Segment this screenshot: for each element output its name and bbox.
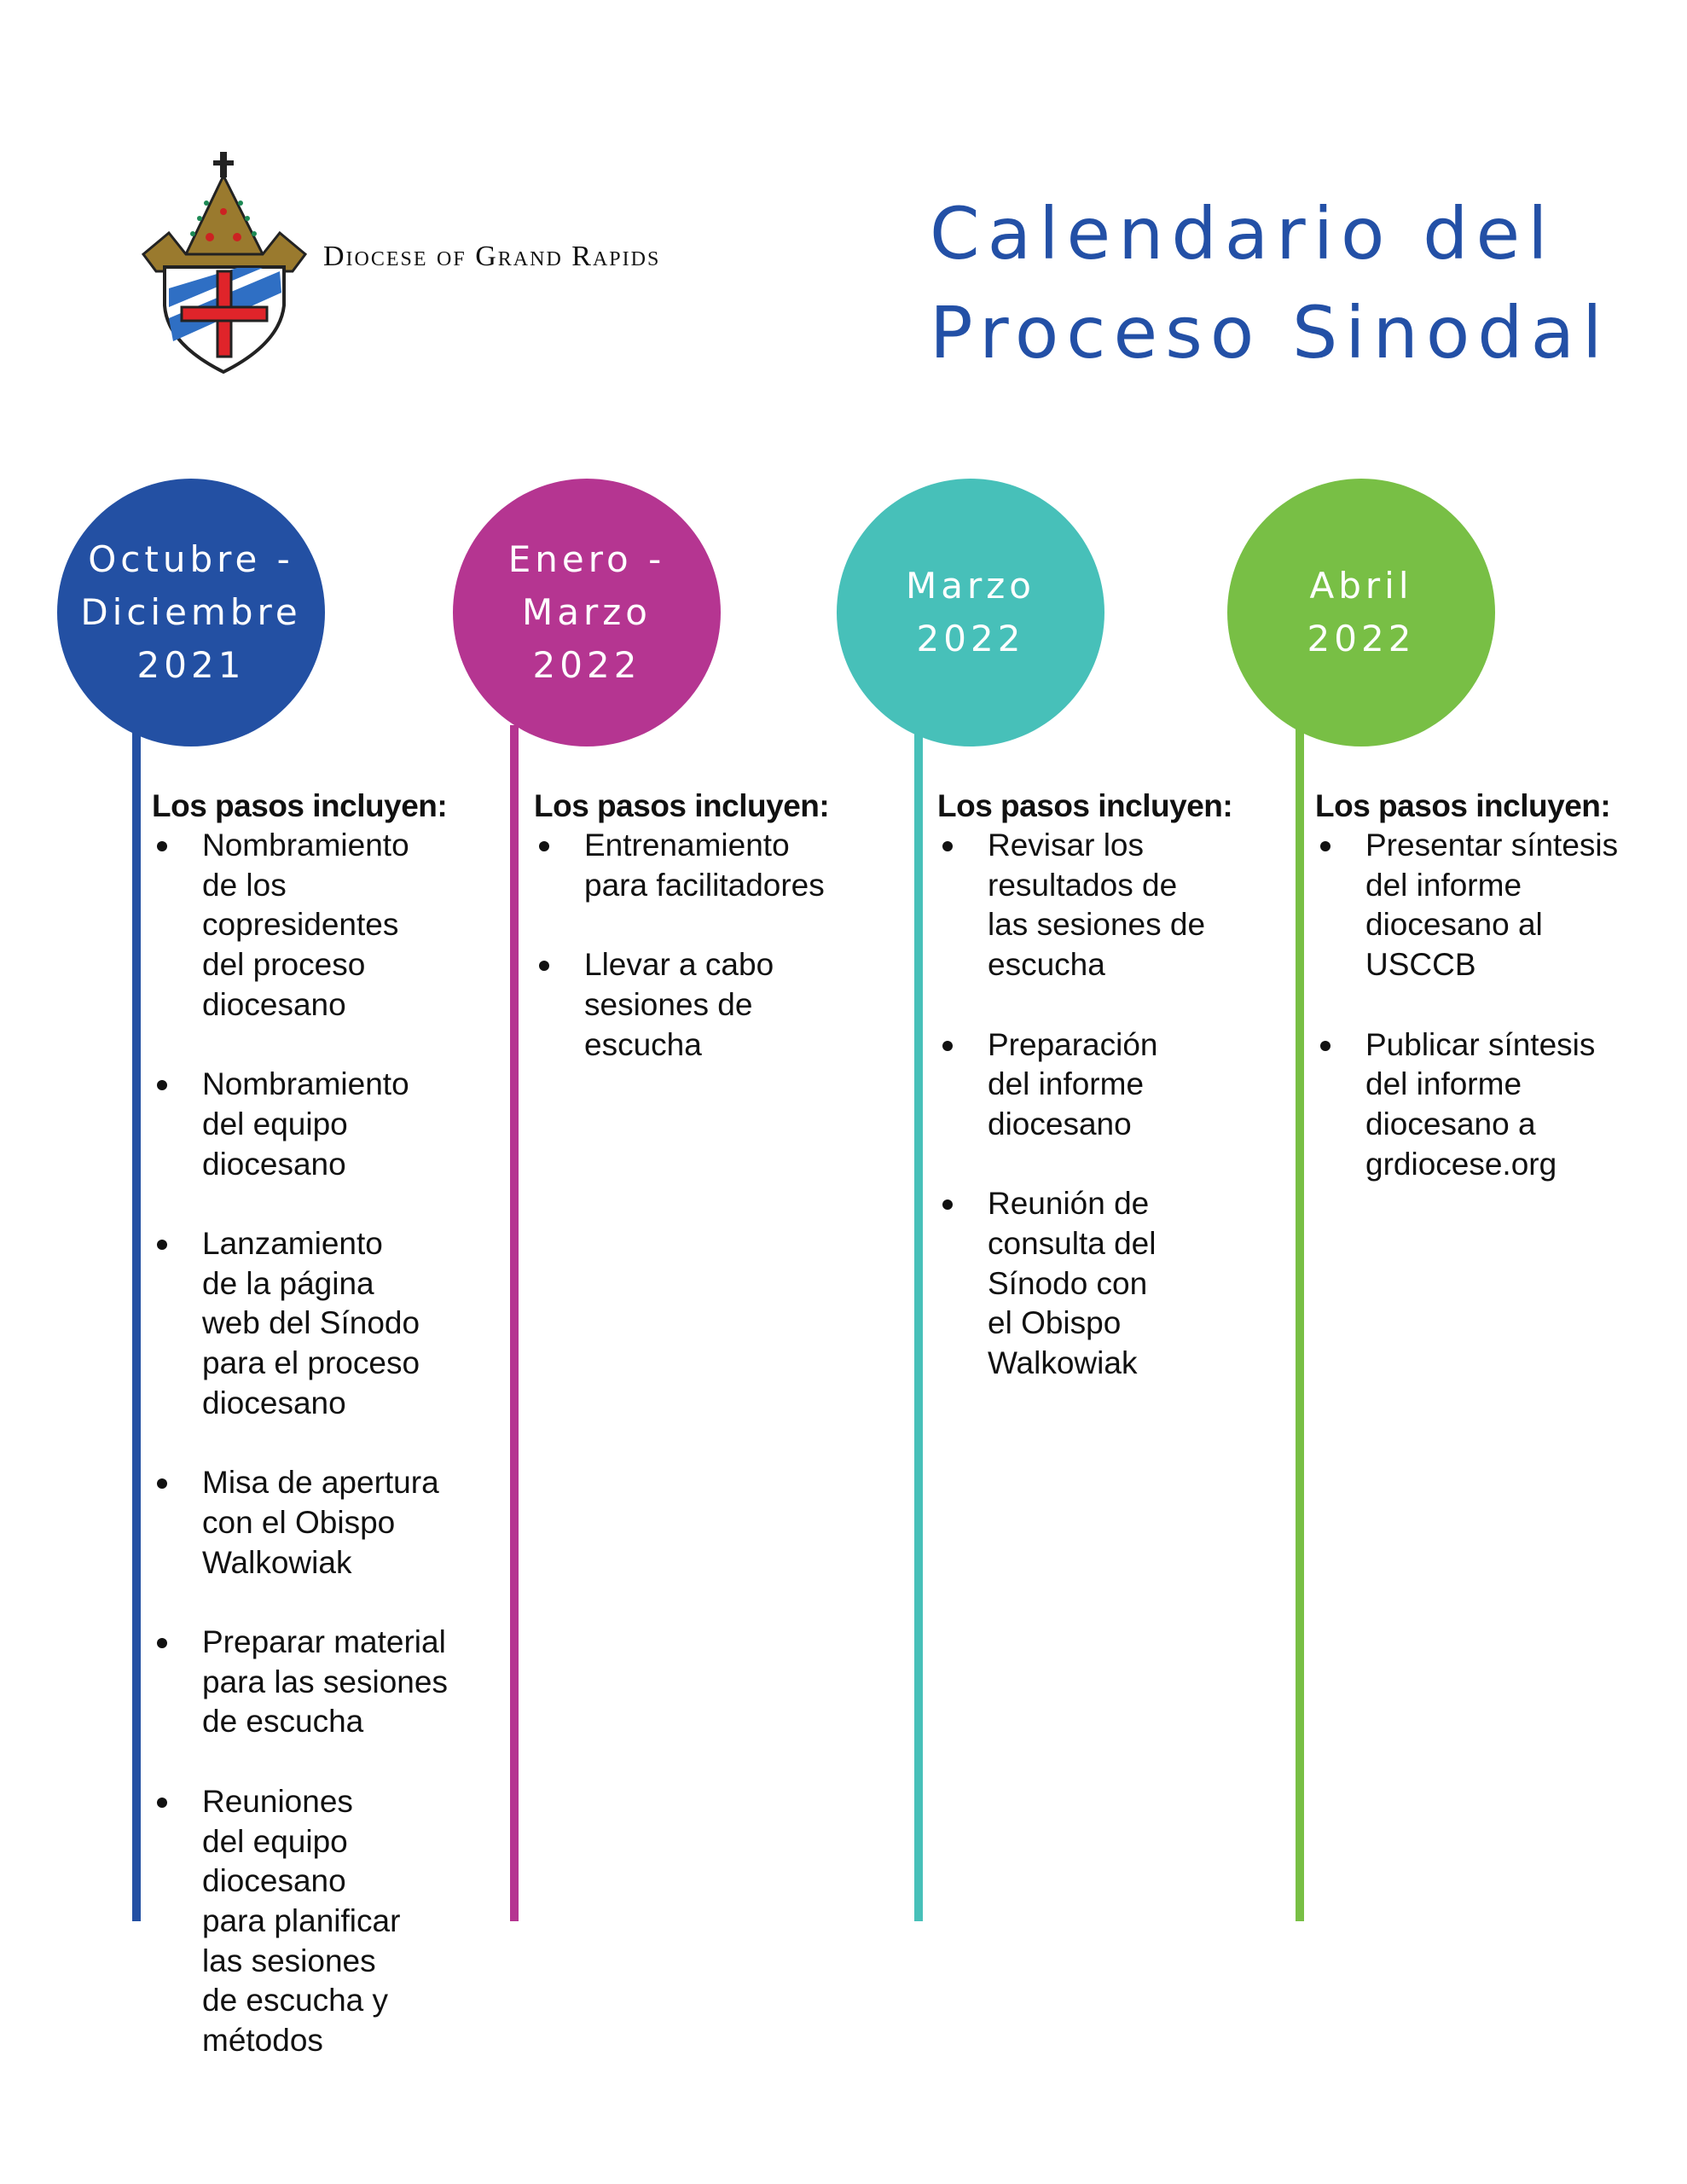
step-item: Lanzamiento de la página web del Sínodo … bbox=[152, 1224, 493, 1424]
bullet-icon bbox=[942, 1199, 953, 1211]
step-item: Reuniones del equipo diocesano para plan… bbox=[152, 1782, 493, 2061]
bullet-icon bbox=[1320, 1040, 1330, 1051]
step-text: Preparar material para las sesiones de e… bbox=[202, 1624, 448, 1740]
diocese-coat-of-arms-logo bbox=[141, 152, 308, 374]
step-item: Reunión de consulta del Sínodo con el Ob… bbox=[937, 1184, 1278, 1384]
step-text: Nombramiento del equipo diocesano bbox=[202, 1066, 409, 1182]
timeline-stem bbox=[1296, 725, 1304, 1921]
steps-list: Presentar síntesis del informe diocesano… bbox=[1315, 826, 1656, 1184]
bullet-icon bbox=[157, 1797, 167, 1808]
steps-list: Revisar los resultados de las sesiones d… bbox=[937, 826, 1278, 1384]
period-circle: Enero - Marzo 2022 bbox=[453, 479, 721, 746]
step-text: Revisar los resultados de las sesiones d… bbox=[988, 828, 1206, 983]
step-item: Preparación del informe diocesano bbox=[937, 1025, 1278, 1145]
step-item: Publicar síntesis del informe diocesano … bbox=[1315, 1025, 1656, 1185]
step-item: Presentar síntesis del informe diocesano… bbox=[1315, 826, 1656, 985]
timeline-stem bbox=[510, 725, 519, 1921]
period-label: Abril 2022 bbox=[1307, 565, 1416, 659]
step-item: Preparar material para las sesiones de e… bbox=[152, 1623, 493, 1742]
bullet-icon bbox=[1320, 841, 1330, 851]
step-text: Publicar síntesis del informe diocesano … bbox=[1365, 1026, 1596, 1182]
page-title: Calendario del Proceso Sinodal bbox=[930, 184, 1609, 382]
steps-heading: Los pasos incluyen: bbox=[534, 788, 830, 823]
step-text: Preparación del informe diocesano bbox=[988, 1026, 1158, 1141]
bullet-icon bbox=[539, 841, 549, 851]
step-item: Nombramiento de los copresidentes del pr… bbox=[152, 826, 493, 1025]
step-text: Nombramiento de los copresidentes del pr… bbox=[202, 828, 409, 1022]
steps-list: Nombramiento de los copresidentes del pr… bbox=[152, 826, 493, 2061]
bullet-icon bbox=[157, 1240, 167, 1250]
bullet-icon bbox=[157, 1080, 167, 1091]
step-item: Revisar los resultados de las sesiones d… bbox=[937, 826, 1278, 985]
period-circle: Octubre - Diciembre 2021 bbox=[57, 479, 325, 746]
period-circle: Marzo 2022 bbox=[837, 479, 1104, 746]
bullet-icon bbox=[942, 841, 953, 851]
steps-heading: Los pasos incluyen: bbox=[152, 788, 448, 823]
period-circle: Abril 2022 bbox=[1227, 479, 1495, 746]
step-text: Misa de apertura con el Obispo Walkowiak bbox=[202, 1465, 439, 1580]
title-line-1: Calendario del bbox=[930, 192, 1556, 276]
period-label: Enero - Marzo 2022 bbox=[507, 538, 666, 686]
step-text: Reuniones del equipo diocesano para plan… bbox=[202, 1783, 401, 2059]
step-text: Presentar síntesis del informe diocesano… bbox=[1365, 828, 1619, 983]
period-label: Marzo 2022 bbox=[906, 565, 1035, 659]
step-text: Reunión de consulta del Sínodo con el Ob… bbox=[988, 1186, 1157, 1381]
period-steps: Los pasos incluyen: Presentar síntesis de… bbox=[1315, 787, 1656, 1224]
step-item: Llevar a cabo sesiones de escucha bbox=[534, 945, 875, 1065]
bullet-icon bbox=[157, 1478, 167, 1490]
title-line-2: Proceso Sinodal bbox=[930, 291, 1610, 375]
org-name: Diocese of Grand Rapids bbox=[323, 241, 661, 272]
steps-heading: Los pasos incluyen: bbox=[1315, 788, 1611, 823]
step-text: Entrenamiento para facilitadores bbox=[584, 828, 825, 903]
step-item: Misa de apertura con el Obispo Walkowiak bbox=[152, 1463, 493, 1583]
step-item: Nombramiento del equipo diocesano bbox=[152, 1065, 493, 1184]
step-text: Llevar a cabo sesiones de escucha bbox=[584, 947, 774, 1062]
period-steps: Los pasos incluyen:Entrenamiento para fa… bbox=[534, 787, 875, 1105]
steps-heading: Los pasos incluyen: bbox=[937, 788, 1233, 823]
timeline-stem bbox=[914, 725, 923, 1921]
timeline-stem bbox=[132, 725, 141, 1921]
period-label: Octubre - Diciembre 2021 bbox=[80, 538, 302, 686]
period-steps: Los pasos incluyen: Revisar los resultado… bbox=[937, 787, 1278, 1424]
bullet-icon bbox=[157, 841, 167, 851]
period-steps: Los pasos incluyen: Nombramiento de los c… bbox=[152, 787, 493, 2100]
bullet-icon bbox=[942, 1040, 953, 1051]
bullet-icon bbox=[157, 1638, 167, 1648]
bullet-icon bbox=[539, 961, 549, 972]
step-item: Entrenamiento para facilitadores bbox=[534, 826, 875, 905]
step-text: Lanzamiento de la página web del Sínodo … bbox=[202, 1226, 420, 1420]
